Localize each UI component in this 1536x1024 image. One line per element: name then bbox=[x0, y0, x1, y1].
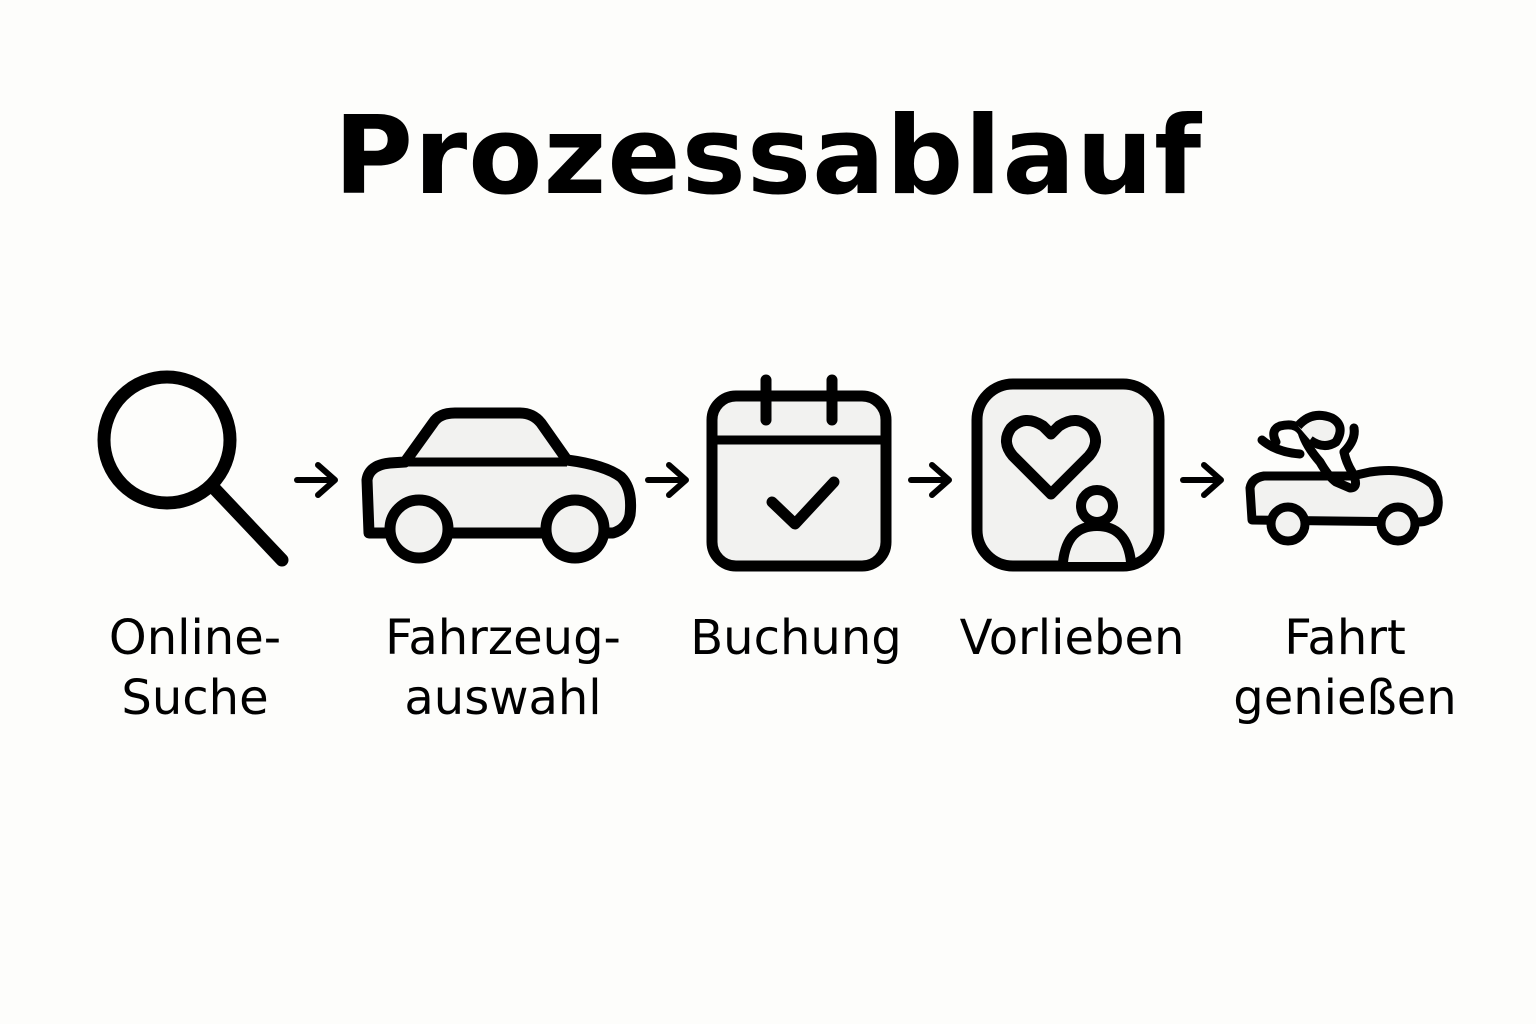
car-icon bbox=[361, 407, 637, 564]
step-label-buchung: Buchung bbox=[690, 610, 902, 666]
step-label-online-suche: Online- Suche bbox=[108, 610, 282, 726]
arrow-right-icon bbox=[908, 462, 952, 498]
step-label-vorlieben: Vorlieben bbox=[959, 610, 1185, 666]
magnifier-icon bbox=[97, 370, 289, 567]
step-label-fahrt-geniessen: Fahrt genießen bbox=[1233, 610, 1457, 726]
arrow-right-icon bbox=[645, 462, 689, 498]
convertible-driver-icon bbox=[1245, 410, 1443, 546]
step-label-fahrzeugauswahl: Fahrzeug- auswahl bbox=[385, 610, 621, 726]
arrow-right-icon bbox=[1180, 462, 1224, 498]
heart-person-icon bbox=[971, 378, 1165, 572]
diagram-title: Prozessablauf bbox=[333, 94, 1203, 219]
arrow-right-icon bbox=[294, 462, 338, 498]
calendar-check-icon bbox=[706, 374, 892, 572]
